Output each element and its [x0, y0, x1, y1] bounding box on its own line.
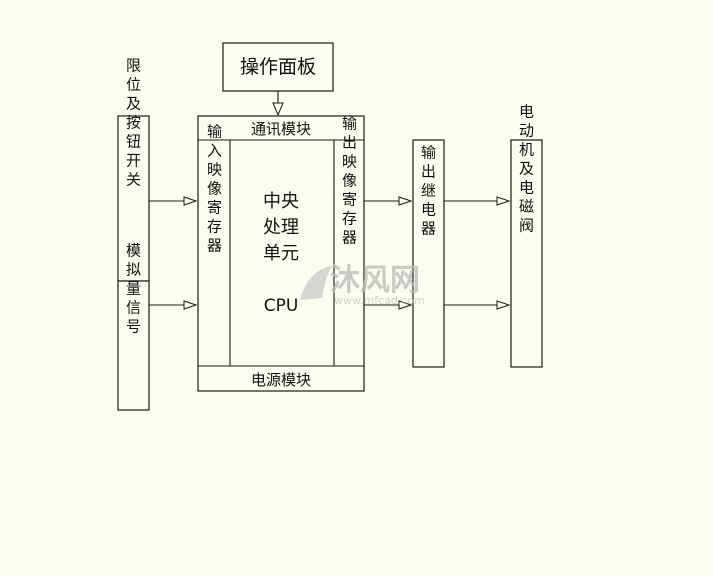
limit-switch-label: 限位及按钮开关 [124, 58, 142, 191]
motor-valve-box [510, 139, 543, 368]
watermark-text: 沐风网 [330, 263, 420, 298]
cpu-label-line1: 中央 [263, 191, 299, 212]
plc-outer-box [197, 115, 365, 392]
cpu-label-line2: 处理 [263, 217, 299, 238]
output-to-relay-arrowhead-2 [398, 300, 413, 310]
relay-to-motor-arrowhead-2 [496, 300, 511, 310]
operation-panel-box [222, 42, 334, 92]
analog-signal-label: 模拟量信号 [124, 243, 142, 338]
input-image-register-label: 输入映像寄存器 [205, 124, 223, 257]
analog-to-input-arrowhead [183, 300, 198, 310]
output-relay-box [412, 139, 445, 368]
limit-to-input-arrowhead [183, 196, 198, 206]
watermark: 沐风网 www.mfcad.com [300, 263, 425, 307]
power-module-label: 电源模块 [251, 371, 311, 389]
limit-switch-box [117, 115, 150, 282]
watermark-logo-icon [300, 266, 332, 300]
motor-valve-label: 电动机及电磁阀 [517, 104, 535, 237]
comm-module-label: 通讯模块 [251, 120, 311, 138]
relay-to-motor-arrowhead-1 [496, 196, 511, 206]
operation-panel-label: 操作面板 [240, 56, 316, 78]
output-relay-label: 输出继电器 [419, 145, 437, 240]
analog-signal-box [117, 280, 150, 411]
cpu-en-label: CPU [264, 296, 299, 316]
watermark-url: www.mfcad.com [334, 294, 425, 307]
output-to-relay-arrowhead-1 [398, 196, 413, 206]
output-image-register-label: 输出映像寄存器 [340, 116, 358, 249]
panel-to-comm-arrowhead [272, 102, 284, 117]
cpu-label-line3: 单元 [263, 243, 299, 264]
